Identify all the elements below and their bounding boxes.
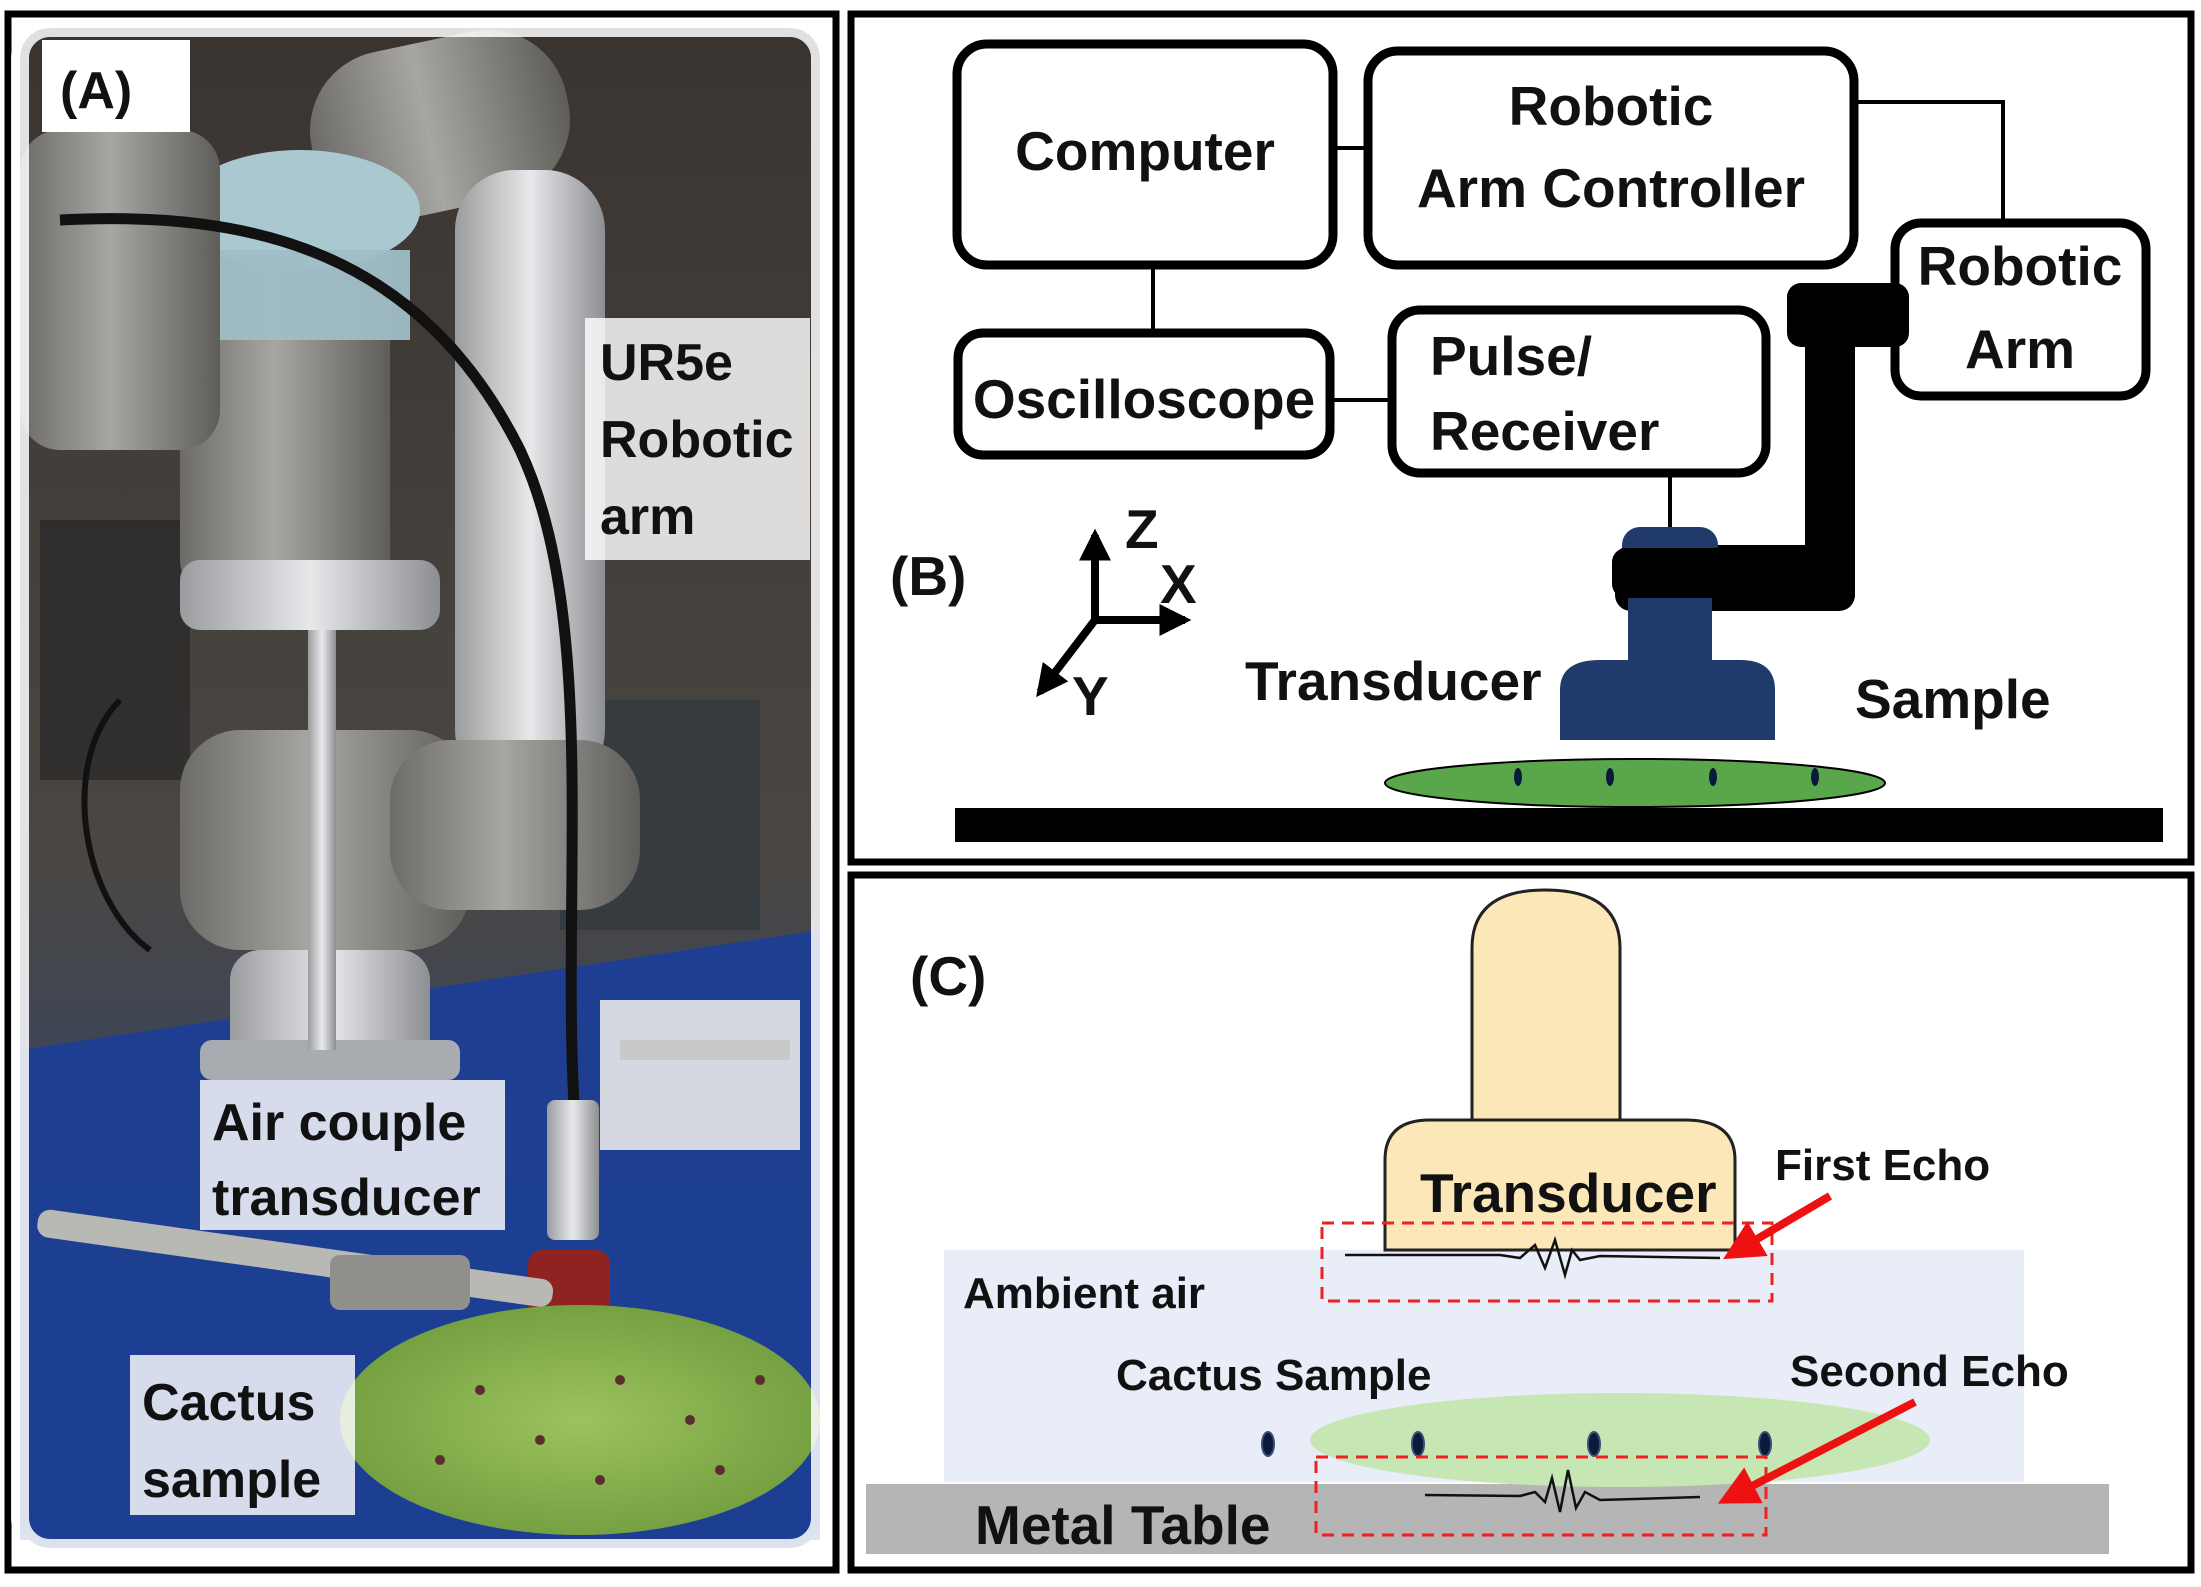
pulser-box-line1: Pulse/ — [1430, 325, 1592, 387]
panel-a: (A) UR5e Robotic arm Air couple transduc… — [4, 10, 840, 1574]
cactus-region — [1310, 1393, 1930, 1487]
metal-table-label: Metal Table — [975, 1494, 1270, 1556]
sample-shape — [1384, 758, 1886, 808]
oscilloscope-box-label: Oscilloscope — [973, 368, 1315, 430]
controller-box — [1363, 46, 1859, 270]
panel-c-tag: (C) — [910, 945, 986, 1007]
panel-a-tag-bg — [42, 40, 190, 132]
panel-a-tag: (A) — [60, 62, 132, 120]
robot-label-line1: UR5e — [600, 334, 733, 392]
transducer-label-bg — [200, 1080, 505, 1230]
first-echo-label: First Echo — [1775, 1141, 1990, 1190]
cactus-sample-line1: Cactus — [142, 1374, 315, 1432]
panel-b-tag: (B) — [890, 545, 966, 607]
oscilloscope-box — [953, 328, 1335, 460]
second-echo-box — [1314, 1455, 1768, 1537]
axis-z-label: Z — [1125, 498, 1159, 560]
robot-label-bg — [585, 318, 810, 560]
first-echo-wave — [1345, 1235, 1721, 1280]
air-couple-line1: Air couple — [212, 1094, 466, 1152]
computer-box-label: Computer — [1015, 120, 1275, 182]
robotic-arm-box-line1: Robotic — [1918, 235, 2123, 297]
transducer-label-c: Transducer — [1420, 1162, 1717, 1224]
cactus-sample-line2: sample — [142, 1451, 321, 1509]
panel-b: Computer Robotic Arm Controller Oscillos… — [847, 10, 2195, 866]
second-echo-arrow — [1717, 1398, 1917, 1504]
sample-label-bg — [130, 1355, 355, 1515]
table-bar — [955, 808, 2163, 842]
sample-label-b: Sample — [1855, 668, 2051, 730]
axes-icon — [1036, 528, 1192, 698]
axis-x-label: X — [1160, 553, 1197, 615]
panel-c: (C) Transducer First Echo Second Ec — [847, 871, 2195, 1574]
air-couple-line2: transducer — [212, 1169, 481, 1227]
axis-y-label: Y — [1072, 665, 1109, 727]
robot-label-line3: arm — [600, 488, 695, 546]
second-echo-wave — [1424, 1469, 1701, 1513]
controller-box-line2: Arm Controller — [1417, 157, 1805, 219]
sample-spines — [1514, 768, 1819, 786]
pulser-box-line2: Receiver — [1430, 400, 1659, 462]
robot-label-line2: Robotic — [600, 411, 794, 469]
first-echo-box — [1320, 1221, 1774, 1303]
connection-lines — [1151, 100, 2005, 527]
cactus-sample-label: Cactus Sample — [1116, 1351, 1431, 1400]
transducer-shape-c — [1383, 888, 1737, 1252]
ambient-air-label: Ambient air — [963, 1269, 1205, 1318]
robotic-arm-box-line2: Arm — [1965, 318, 2075, 380]
first-echo-arrow — [1723, 1192, 1833, 1260]
computer-box — [952, 39, 1338, 270]
second-echo-label: Second Echo — [1790, 1347, 2069, 1396]
panel-a-frame — [4, 10, 840, 1574]
transducer-shape — [1560, 527, 1775, 740]
controller-box-line1: Robotic — [1509, 75, 1714, 137]
transducer-label-b: Transducer — [1245, 650, 1542, 712]
pulser-box — [1387, 305, 1771, 478]
photo — [11, 19, 829, 1557]
